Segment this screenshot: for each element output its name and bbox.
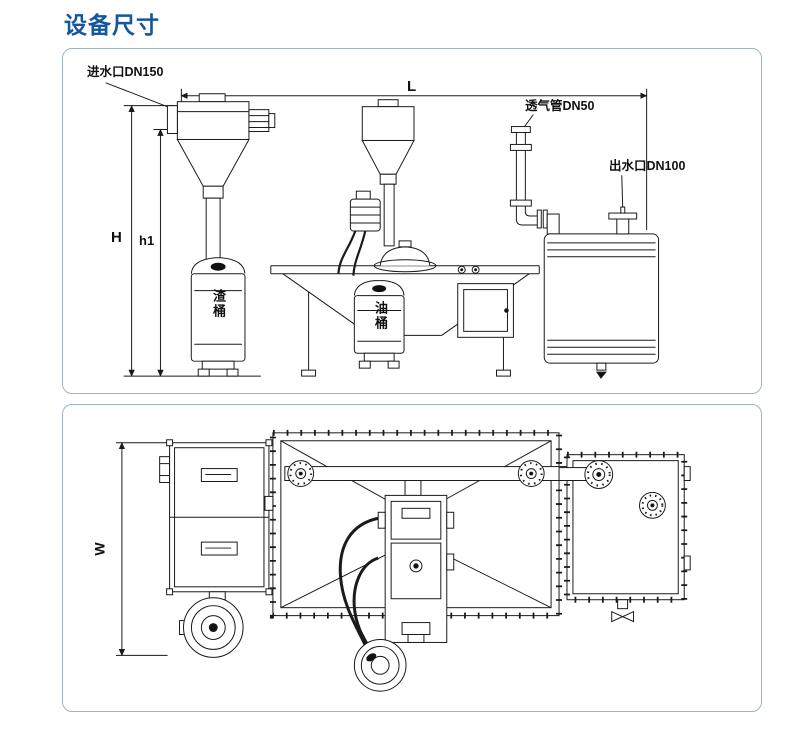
outlet-dim-label: 出水口DN100	[609, 159, 686, 173]
oil-bucket-label: 油桶	[372, 301, 388, 331]
slag-bucket-label: 渣桶	[210, 289, 226, 319]
hoses-plan	[338, 516, 379, 653]
width-dim-label: W	[91, 542, 108, 556]
left-hopper-unit	[166, 93, 276, 377]
right-tank-plan	[558, 451, 691, 623]
plan-view-panel: W	[62, 404, 762, 712]
transverse-pipe-plan	[284, 460, 570, 487]
center-unit-plan	[377, 480, 455, 643]
inlet-dim-label: 进水口DN150	[87, 65, 164, 79]
left-unit-plan	[159, 439, 273, 658]
inner-height-dim-label: h1	[139, 233, 155, 248]
front-view-drawing	[105, 82, 660, 379]
front-view-panel: 进水口DN150 L 透气管DN50 出水口DN100 H h1 渣桶 油桶	[62, 48, 762, 394]
plan-dimension-lines	[115, 441, 168, 657]
vent-dim-label: 透气管DN50	[525, 99, 595, 113]
page-title: 设备尺寸	[64, 12, 160, 38]
oil-bucket-plan	[353, 638, 407, 692]
length-dim-label: L	[407, 78, 417, 95]
plan-view-drawing	[115, 429, 691, 692]
middle-tank-unit	[270, 99, 540, 377]
front-dimension-lines	[105, 82, 648, 377]
height-dim-label: H	[111, 229, 122, 246]
right-tank-unit	[509, 126, 660, 379]
